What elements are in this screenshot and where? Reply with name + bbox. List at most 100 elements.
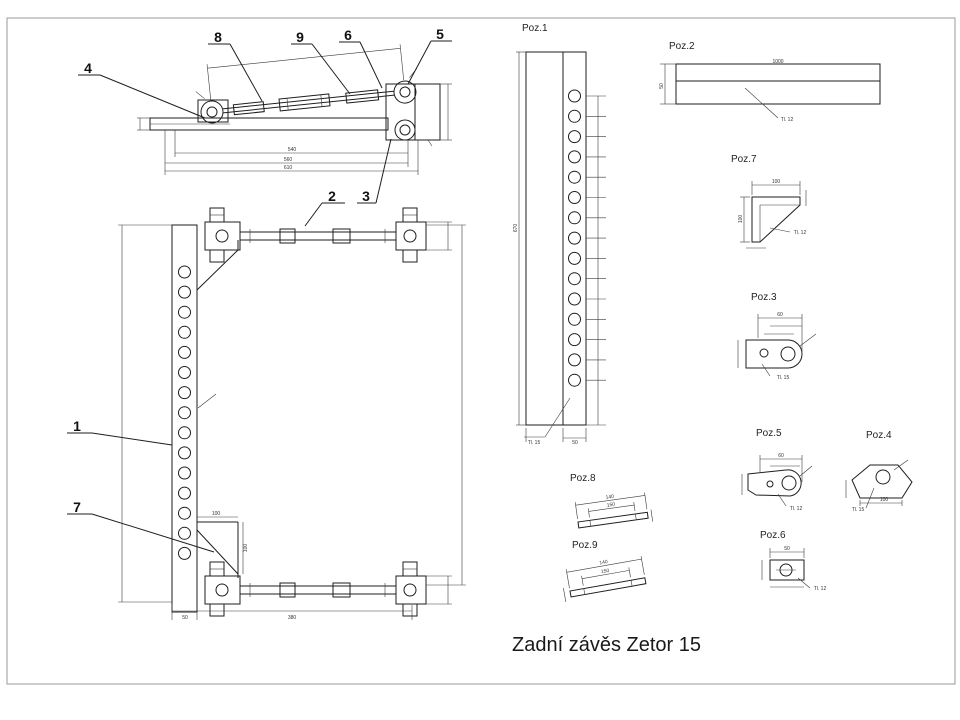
mounting-hole (178, 265, 191, 279)
mounting-hole (178, 325, 191, 339)
mounting-hole (568, 89, 581, 103)
mounting-hole (568, 373, 581, 387)
dim-poz1-thickness: Tl. 15 (528, 440, 541, 446)
label-poz3: Poz.3 (751, 292, 777, 303)
mounting-hole (568, 353, 581, 367)
detail-poz3: Poz.3 60 Tl. 15 (737, 292, 817, 381)
turnbuckle-9 (278, 93, 331, 112)
mounting-hole (568, 191, 581, 204)
label-poz9: Poz.9 (572, 540, 598, 551)
top-linkage (204, 207, 452, 263)
label-poz8: Poz.8 (570, 473, 596, 484)
dim-bar-width: 50 (182, 615, 188, 621)
mounting-hole (568, 333, 581, 347)
bottom-gusset: 100 100 (196, 511, 249, 578)
dim-poz9-a: 140 (599, 559, 608, 566)
dim-poz3-width: 60 (777, 312, 783, 318)
dim-poz3-thickness: Tl. 15 (777, 375, 790, 381)
label-poz2: Poz.2 (669, 41, 695, 52)
detail-poz6: Poz.6 50 Tl. 12 (760, 530, 826, 592)
dim-poz6-thickness: Tl. 12 (814, 586, 827, 592)
callout-3: 3 (362, 188, 370, 204)
callout-2: 2 (328, 188, 336, 204)
top-gusset (196, 249, 239, 291)
drawing-title: Zadní závěs Zetor 15 (512, 634, 701, 656)
dim-poz8-a: 140 (605, 494, 614, 501)
sleeve-8 (232, 101, 265, 116)
mounting-hole (178, 486, 191, 500)
mounting-hole (178, 366, 191, 379)
mounting-hole (178, 305, 191, 319)
left-eye-mount (197, 99, 229, 123)
mounting-hole (178, 345, 191, 359)
dim-poz7-height: 100 (738, 215, 744, 224)
mounting-hole (568, 292, 581, 306)
callout-4: 4 (84, 60, 92, 76)
lower-eye (394, 119, 416, 141)
detail-poz2: Poz.2 1000 50 Tl. 12 (659, 41, 881, 123)
dim-poz7-width: 100 (772, 179, 781, 185)
detail-poz7: Poz.7 100 100 Tl. 12 (731, 154, 807, 249)
dim-poz6-width: 50 (784, 546, 790, 552)
callout-5: 5 (436, 26, 444, 42)
detail-poz5: Poz.5 60 Tl. 12 (741, 428, 813, 512)
dim-poz8-b: 150 (606, 502, 615, 509)
label-poz4: Poz.4 (866, 430, 892, 441)
dim-poz2-thickness: Tl. 12 (781, 117, 794, 123)
dim-poz5-width: 60 (778, 453, 784, 459)
callout-9: 9 (296, 29, 304, 45)
label-poz6: Poz.6 (760, 530, 786, 541)
top-view-linkage (195, 44, 417, 124)
mounting-hole (568, 272, 581, 286)
mounting-hole (568, 231, 581, 245)
callout-8: 8 (214, 29, 222, 45)
assembly-view: 100 100 (67, 138, 466, 621)
mounting-hole (178, 466, 191, 480)
dim-poz1-height: 670 (513, 224, 519, 233)
mounting-hole (178, 526, 191, 540)
detail-poz1: Poz.1 670 Tl. 15 50 (513, 23, 606, 446)
dim-span: 380 (288, 615, 297, 621)
detail-poz4: Poz.4 100 Tl. 15 (845, 430, 913, 513)
poz1-holes (568, 89, 606, 387)
mounting-hole (178, 446, 191, 460)
mounting-hole (568, 109, 581, 123)
dim-gusset-side: 100 (243, 544, 249, 553)
sheet-frame (6, 17, 956, 685)
dim-poz4-width: 100 (880, 497, 889, 503)
mounting-hole (178, 506, 191, 520)
mounting-hole (178, 406, 191, 420)
detail-poz8: Poz.8 140 150 (570, 473, 653, 529)
sleeve-6 (345, 89, 380, 104)
dim-poz4-thickness: Tl. 15 (852, 507, 865, 513)
label-poz5: Poz.5 (756, 428, 782, 439)
callout-6: 6 (344, 27, 352, 43)
dim-poz2-length: 1000 (772, 59, 783, 65)
detail-poz9: Poz.9 140 150 (563, 540, 647, 602)
callout-7: 7 (73, 499, 81, 515)
label-poz1: Poz.1 (522, 23, 548, 34)
dim-poz5-thickness: Tl. 12 (790, 506, 803, 512)
mounting-hole (568, 150, 581, 164)
mounting-hole (568, 211, 581, 225)
dim-poz2-height: 50 (659, 83, 665, 89)
top-view: 540 560 610 8 9 6 5 4 (78, 26, 452, 175)
mounting-hole (568, 251, 581, 265)
label-poz7: Poz.7 (731, 154, 757, 165)
dim-poz7-thickness: Tl. 12 (794, 230, 807, 236)
bar-holes (178, 265, 191, 560)
mounting-hole (178, 426, 191, 440)
dim-top-3: 610 (284, 165, 293, 171)
mounting-hole (568, 170, 581, 184)
mounting-hole (568, 312, 581, 326)
dim-gusset-top: 100 (212, 511, 221, 517)
mounting-hole (178, 546, 191, 560)
callout-1: 1 (73, 418, 81, 434)
dim-top-1: 540 (288, 147, 297, 153)
dim-top-2: 560 (284, 157, 293, 163)
mounting-hole (568, 130, 581, 144)
dim-poz9-b: 150 (601, 568, 610, 575)
mounting-hole (178, 386, 191, 400)
